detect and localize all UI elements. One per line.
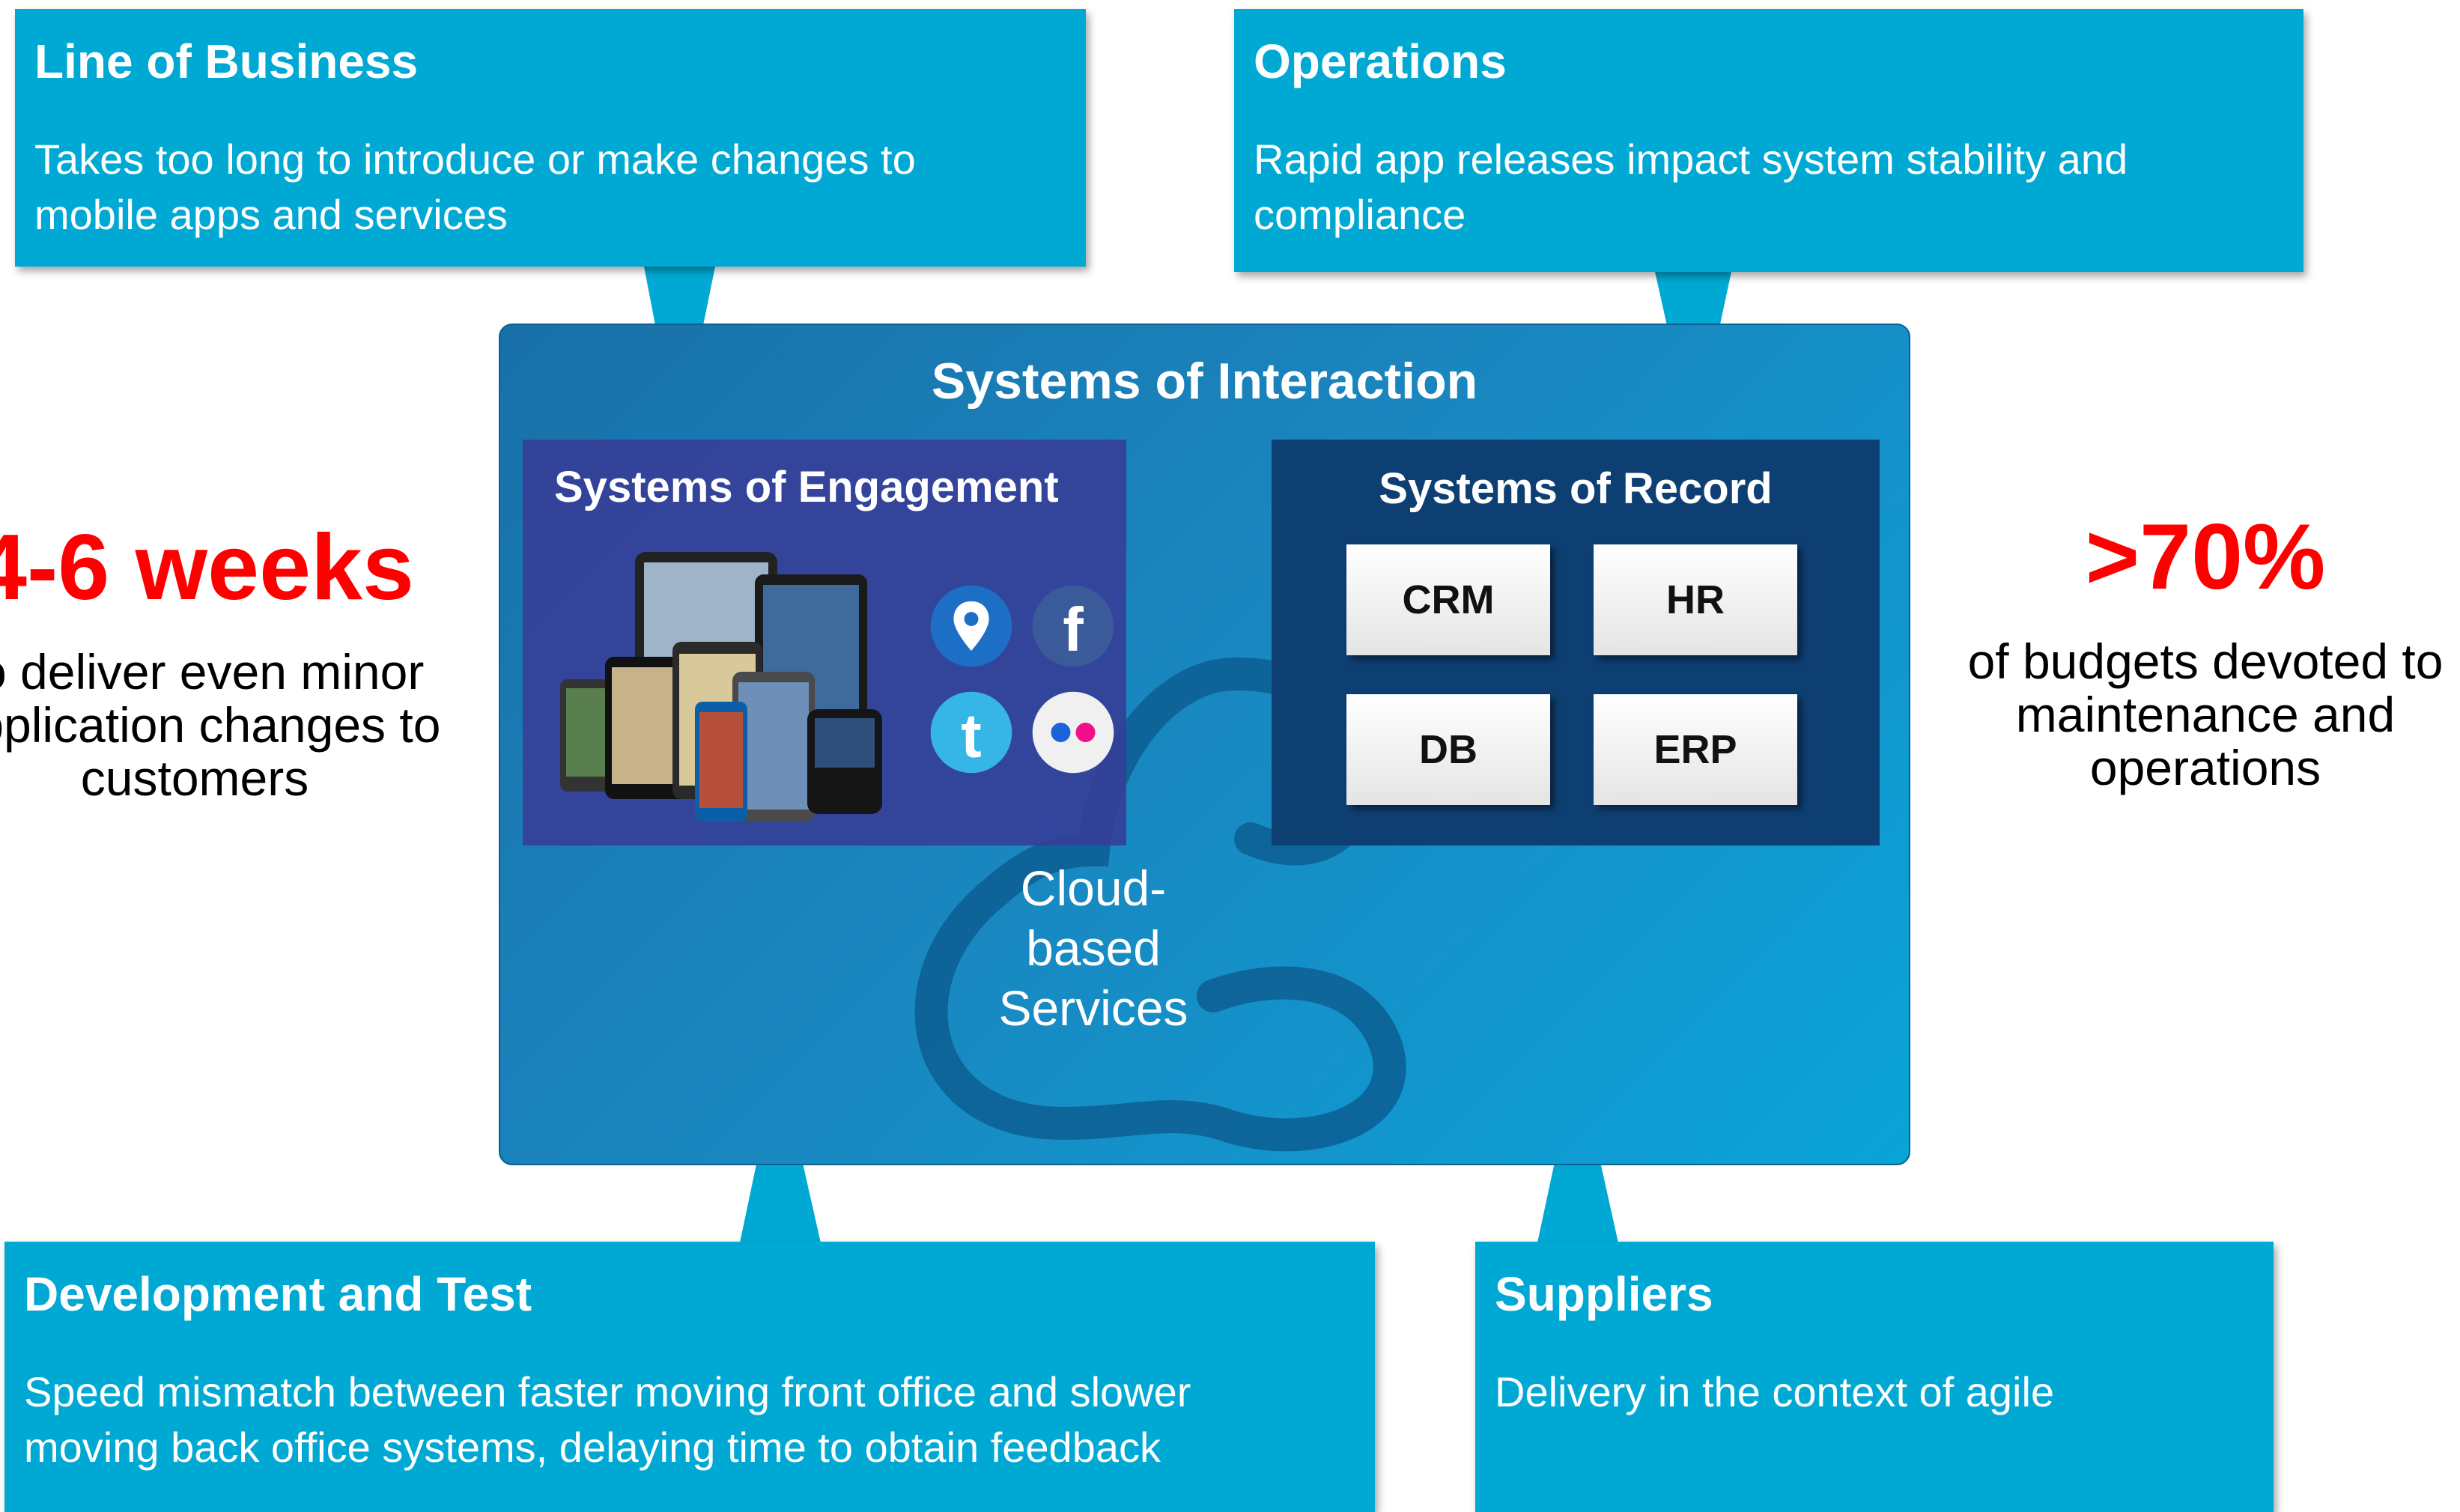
db-box: DB [1346, 694, 1550, 805]
lob-text: Takes too long to introduce or make chan… [34, 132, 1066, 243]
svg-text:t: t [961, 701, 982, 771]
stat-right-line3: operations [2089, 740, 2321, 795]
devtest-text-line1: Speed mismatch between faster moving fro… [24, 1367, 1191, 1415]
stat-left-line1: to deliver even minor [0, 644, 425, 699]
devtest-text: Speed mismatch between faster moving fro… [24, 1364, 1355, 1475]
lob-title: Line of Business [34, 34, 419, 88]
svg-text:f: f [1063, 595, 1084, 664]
stat-left-line2: application changes to [0, 697, 441, 753]
operations-callout: Operations Rapid app releases impact sys… [1234, 9, 2303, 272]
stat-right: >70% of budgets devoted to maintenance a… [1902, 511, 2460, 795]
line-of-business-callout: Line of Business Takes too long to intro… [15, 9, 1086, 267]
stat-right-desc: of budgets devoted to maintenance and op… [1902, 635, 2460, 795]
hr-box: HR [1594, 544, 1797, 655]
stat-right-line1: of budgets devoted to [1967, 634, 2444, 689]
stat-right-line2: maintenance and [2015, 687, 2396, 742]
flickr-icon [1032, 691, 1114, 774]
stat-left-desc: to deliver even minor application change… [0, 646, 517, 805]
twitter-icon: t [930, 691, 1012, 774]
systems-of-record-box: Systems of Record CRM HR DB ERP [1272, 440, 1880, 845]
mobile-devices-icon [560, 552, 882, 822]
systems-of-interaction-panel: Systems of Interaction Systems of Engage… [499, 324, 1910, 1165]
operations-text: Rapid app releases impact system stabili… [1254, 132, 2284, 243]
development-and-test-callout: Development and Test Speed mismatch betw… [4, 1242, 1375, 1512]
suppliers-text-line1: Delivery in the context of agile [1495, 1367, 2055, 1415]
suppliers-title: Suppliers [1495, 1267, 1713, 1321]
lob-text-line1: Takes too long to introduce or make chan… [34, 135, 916, 183]
cloud-label-line1: Cloud-based [1020, 860, 1167, 976]
stat-left-line3: customers [80, 750, 309, 806]
operations-text-line2: compliance [1254, 190, 1466, 238]
panel-title: Systems of Interaction [931, 353, 1478, 410]
erp-box: ERP [1594, 694, 1797, 805]
facebook-icon: f [1032, 585, 1114, 667]
operations-text-line1: Rapid app releases impact system stabili… [1254, 135, 2128, 183]
record-title: Systems of Record [1379, 464, 1773, 513]
location-pin-icon [930, 585, 1012, 667]
stat-left: 4-6 weeks to deliver even minor applicat… [0, 521, 517, 805]
stat-left-value: 4-6 weeks [0, 516, 414, 619]
cloud-label-line2: Services [998, 980, 1188, 1036]
operations-title: Operations [1254, 34, 1507, 88]
systems-of-engagement-box: Systems of Engagement f [523, 440, 1126, 845]
devtest-text-line2: moving back office systems, delaying tim… [24, 1423, 1161, 1471]
engagement-title: Systems of Engagement [554, 463, 1059, 511]
cloud-label: Cloud-based Services [959, 858, 1228, 1038]
suppliers-text: Delivery in the context of agile [1495, 1364, 2254, 1420]
suppliers-callout: Suppliers Delivery in the context of agi… [1475, 1242, 2274, 1512]
lob-text-line2: mobile apps and services [34, 190, 508, 238]
devtest-title: Development and Test [24, 1267, 532, 1321]
crm-box: CRM [1346, 544, 1550, 655]
stat-right-value: >70% [2085, 505, 2326, 609]
